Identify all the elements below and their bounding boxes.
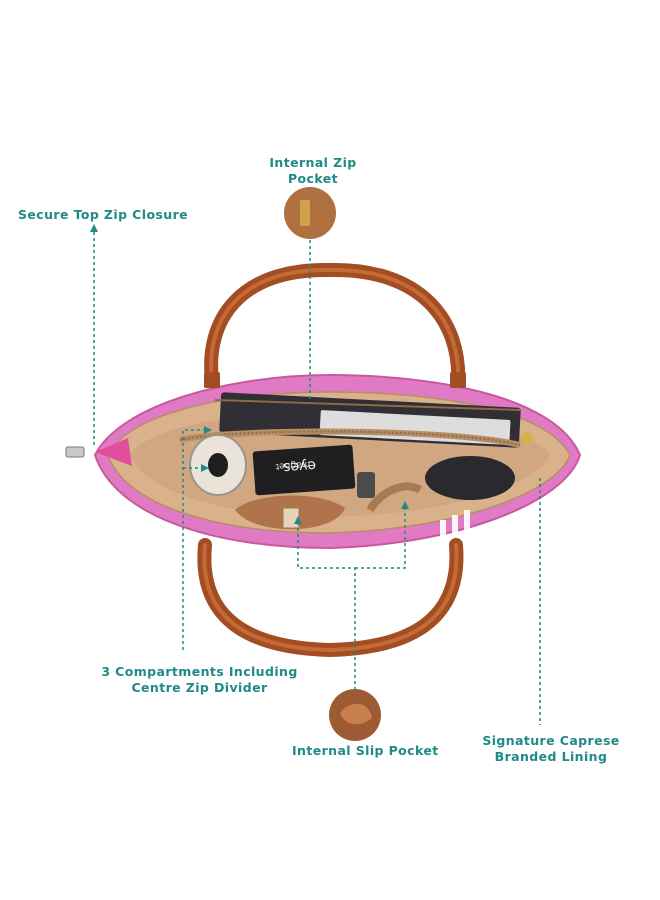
arrow-slip-pocket: [294, 516, 302, 524]
callout-compartments-line-2: Centre Zip Divider: [131, 680, 268, 695]
strap-tab-right: [450, 372, 466, 388]
zip-puller: [65, 446, 85, 458]
line-slip-pocket: [297, 520, 356, 690]
sunglasses-strap: [366, 482, 423, 513]
bottom-handle-highlight: [202, 543, 459, 653]
perfume-cap: [208, 453, 228, 477]
zip-pull-gold: [521, 432, 533, 444]
arrow-compartments-branch: [201, 464, 209, 472]
callout-internal-zip-line-1: Internal Zip: [269, 155, 357, 170]
box-brand-text: magnet: [275, 459, 311, 471]
sunglasses: [425, 456, 515, 500]
arrow-slip-pocket-branch: [401, 501, 409, 509]
internal-zip-seam: [214, 399, 521, 411]
line-compartments: [182, 429, 208, 650]
callout-lining-line-1: Signature Caprese: [482, 733, 620, 748]
arrow-compartments: [204, 426, 212, 434]
exterior-branding-stripe-1: [440, 520, 446, 540]
box-label-text: eyes: [283, 457, 317, 475]
exterior-branding-stripe-3: [464, 510, 470, 530]
callout-compartments: 3 Compartments Including Centre Zip Divi…: [92, 664, 307, 696]
strap-tab-left: [204, 372, 220, 388]
zip-pocket-detail-pull: [300, 200, 310, 226]
bottom-handle: [197, 538, 464, 658]
lipstick-cap: [282, 507, 300, 529]
line-slip-pocket-branch: [355, 505, 406, 569]
callout-compartments-line-1: 3 Compartments Including: [101, 664, 298, 679]
top-handle-highlight: [209, 267, 461, 387]
slip-pocket-detail-shape: [340, 703, 372, 725]
callout-arrowheads: [90, 224, 409, 524]
small-bottle: [357, 472, 375, 498]
callout-internal-zip-line-2: Pocket: [288, 171, 338, 186]
arrow-secure-zip: [90, 224, 98, 232]
callout-lining-line-2: Branded Lining: [494, 749, 608, 764]
exterior-branding-stripe-2: [452, 515, 458, 535]
callout-secure-top-zip: Secure Top Zip Closure: [18, 207, 189, 222]
callout-internal-zip-pocket: Internal Zip Pocket: [258, 155, 368, 187]
top-handle: [204, 262, 466, 392]
side-zip-tab: [95, 438, 132, 466]
eyes-box: [252, 444, 356, 496]
callout-signature-lining: Signature Caprese Branded Lining: [476, 733, 626, 765]
callout-internal-slip-pocket: Internal Slip Pocket: [292, 743, 439, 758]
